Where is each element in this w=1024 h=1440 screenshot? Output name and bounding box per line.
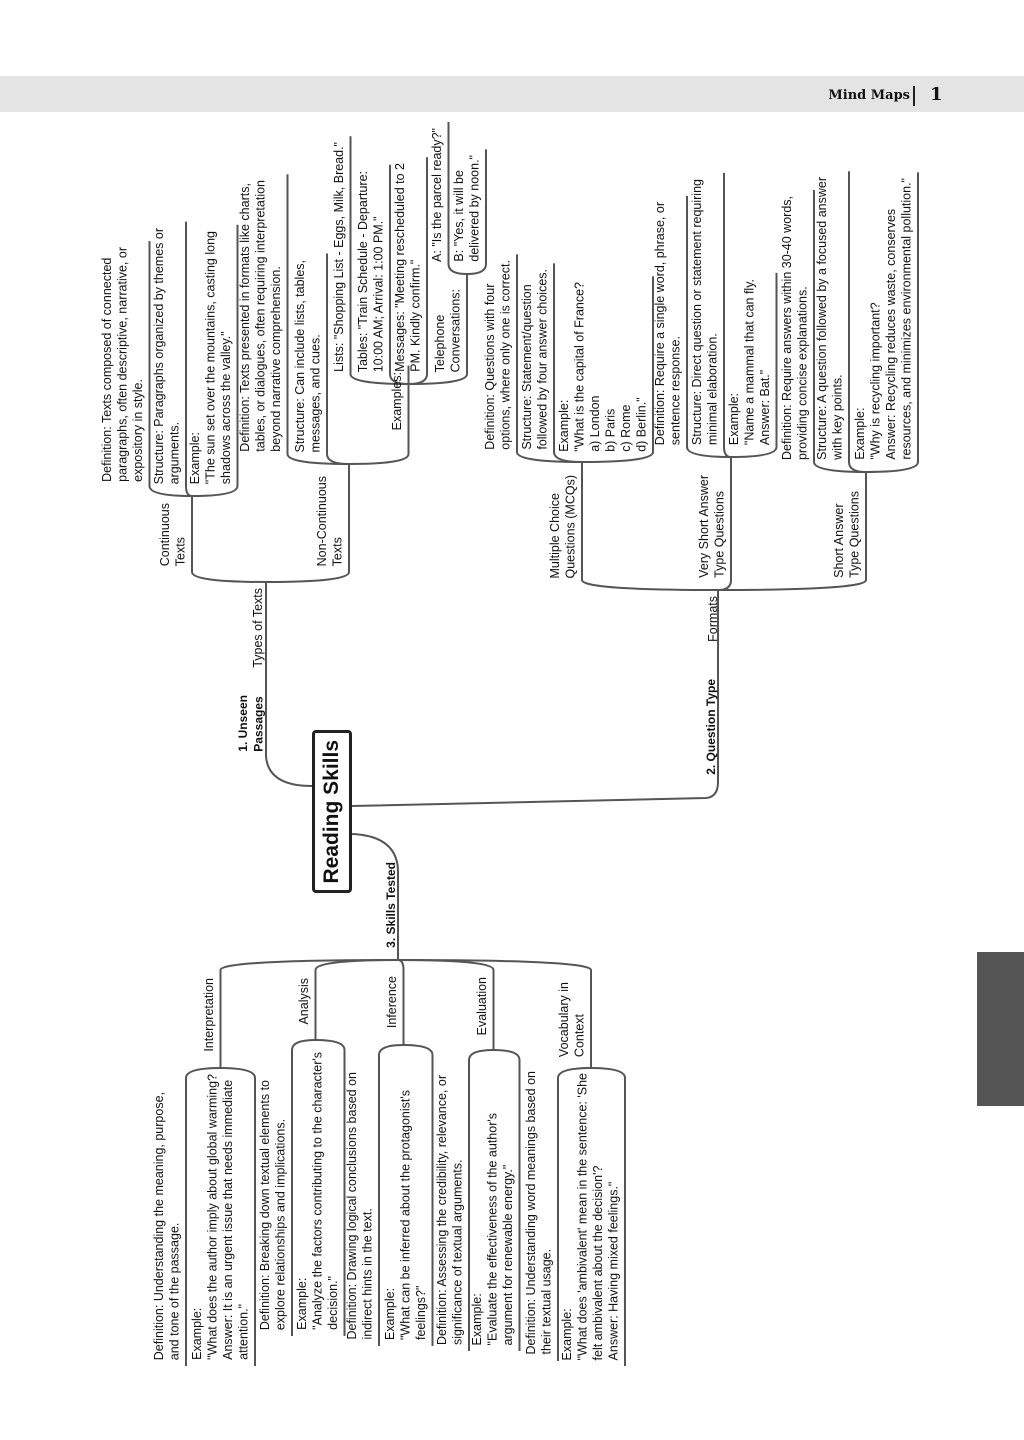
connector-mcq <box>581 462 719 591</box>
connector-ev_def <box>468 1049 494 1351</box>
inference-example: Example: "What can be inferred about the… <box>383 1089 428 1340</box>
connector-i_ex <box>220 1067 256 1366</box>
connector-nc_examples <box>348 365 410 465</box>
node-non-continuous-texts: Non-Continuous Texts <box>315 475 345 566</box>
mcq-example: Example: "What is the capital of France?… <box>557 282 649 452</box>
header-band <box>0 76 1024 112</box>
evaluation-example: Example: "Evaluate the effectiveness of … <box>470 1112 515 1345</box>
connector-nc_struct <box>326 253 350 465</box>
side-tab <box>977 952 1024 1106</box>
connector-analysis <box>314 959 399 1040</box>
continuous-definition: Definition: Texts composed of connected … <box>100 247 145 482</box>
example-messages: Messages: "Meeting rescheduled to 2 PM. … <box>393 163 423 372</box>
node-very-short-answer: Very Short Answer Type Questions <box>697 475 727 578</box>
evaluation-definition: Definition: Assessing the credibility, r… <box>435 1074 465 1345</box>
connector-nc_def <box>286 174 350 465</box>
connector-root-question-type <box>351 590 719 807</box>
connector-a_ex <box>315 1039 346 1336</box>
inference-definition: Definition: Drawing logical conclusions … <box>345 1072 375 1340</box>
connector-sa <box>717 472 867 591</box>
example-tables: Tables: "Train Schedule - Departure: 10:… <box>356 170 386 372</box>
label-types-of-texts: Types of Texts <box>251 588 265 668</box>
connector-cont_ex <box>191 224 239 497</box>
connector-ev_ex <box>493 1049 521 1351</box>
node-evaluation: Evaluation <box>475 976 489 1035</box>
connector-mcq_struct <box>553 263 583 463</box>
connector-vs_def <box>686 195 732 458</box>
mcq-structure: Structure: Statement/question followed b… <box>520 269 550 450</box>
connector-vocab <box>397 959 592 1068</box>
non-continuous-structure: Structure: Can include lists, tables, me… <box>293 259 323 452</box>
connector-i_def <box>185 1067 221 1366</box>
interpretation-definition: Definition: Understanding the meaning, p… <box>152 1091 182 1360</box>
connector-tel_b <box>466 149 487 275</box>
connector-vs_struct <box>723 172 732 458</box>
very-short-structure: Structure: Direct question or statement … <box>690 178 720 445</box>
branch-unseen-passages: 1. Unseen Passages <box>236 695 266 752</box>
connector-cont <box>191 496 267 583</box>
node-interpretation: Interpretation <box>202 978 216 1052</box>
analysis-definition: Definition: Breaking down textual elemen… <box>258 1079 288 1330</box>
connector-inf_ex <box>403 1044 434 1346</box>
connector-noncont <box>265 464 350 583</box>
connector-sa_struct <box>848 171 867 473</box>
example-telephone: Telephone Conversations: <box>433 288 463 372</box>
connector-cont_struct <box>185 221 193 497</box>
branch-question-type: 2. Question Type <box>704 679 718 775</box>
connector-tel_a <box>447 122 468 275</box>
connector-vs_ex <box>730 272 778 458</box>
non-continuous-definition: Definition: Texts presented in formats l… <box>238 180 283 452</box>
connector-root-unseen <box>265 582 313 787</box>
connector-cont_def <box>148 241 193 497</box>
connector-sa_ex <box>865 172 919 473</box>
node-examples: Examples: <box>390 371 404 430</box>
header-divider <box>913 86 915 106</box>
short-answer-structure: Structure: A question followed by a focu… <box>815 177 845 460</box>
mcq-definition: Definition: Questions with four options,… <box>483 260 513 450</box>
node-mcq: Multiple Choice Questions (MCQs) <box>548 474 578 579</box>
label-formats: Formats <box>706 596 720 642</box>
branch-skills-tested: 3. Skills Tested <box>384 862 398 948</box>
connector-root-skills <box>351 833 399 960</box>
connector-v_def <box>557 1067 592 1361</box>
vocabulary-definition: Definition: Understanding word meanings … <box>524 1071 554 1355</box>
connector-v_ex <box>590 1067 626 1366</box>
node-vocabulary-in-context: Vocabulary in Context <box>557 981 587 1057</box>
telephone-line-a: A: "Is the parcel ready?" <box>430 128 444 262</box>
interpretation-example: Example: "What does the author imply abo… <box>190 1074 251 1360</box>
node-inference: Inference <box>385 975 399 1028</box>
connector-ex_tables <box>389 164 409 385</box>
short-answer-definition: Definition: Require answers within 30-40… <box>780 195 810 460</box>
very-short-definition: Definition: Require a single word, phras… <box>653 201 683 445</box>
telephone-line-b: B: "Yes, it will be delivered by noon." <box>452 155 482 262</box>
very-short-example: Example: "Name a mammal that can fly. An… <box>727 278 772 445</box>
connector-mcq_ex <box>581 276 654 463</box>
central-topic-reading-skills: Reading Skills <box>312 730 352 893</box>
node-continuous-texts: Continuous Texts <box>158 502 188 566</box>
short-answer-example: Example: "Why is recycling important? An… <box>853 178 914 460</box>
connector-ex_tel <box>408 274 468 385</box>
connector-ex_lists <box>349 136 409 385</box>
connector-a_def <box>291 1039 316 1336</box>
vocabulary-example: Example: "What does 'ambivalent' mean in… <box>560 1072 621 1360</box>
node-short-answer: Short Answer Type Questions <box>832 491 862 578</box>
node-analysis: Analysis <box>297 978 311 1025</box>
continuous-example: Example: "The sun set over the mountains… <box>188 230 233 484</box>
connector-inf_def <box>378 1044 404 1346</box>
analysis-example: Example: "Analyze the factors contributi… <box>295 1052 340 1330</box>
continuous-structure: Structure: Paragraphs organized by theme… <box>152 227 182 484</box>
connector-sa_def <box>813 189 867 473</box>
header-title: Mind Maps <box>828 88 910 103</box>
example-lists: Lists: "Shopping List - Eggs, Milk, Brea… <box>332 142 346 372</box>
page-number: 1 <box>930 84 943 105</box>
central-topic-label: Reading Skills <box>320 739 343 884</box>
